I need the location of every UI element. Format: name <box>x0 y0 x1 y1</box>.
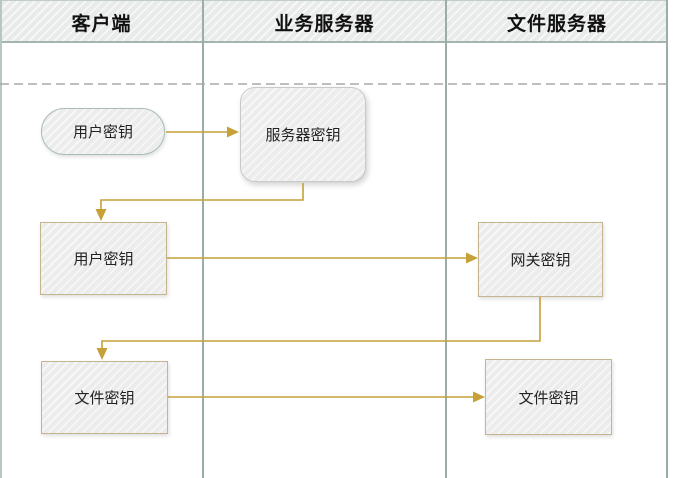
arrowhead-down-2 <box>96 348 108 360</box>
lane-border-2 <box>445 0 447 478</box>
arrowhead-right-3 <box>473 391 485 403</box>
node-file-key-client: 文件密钥 <box>41 361 168 434</box>
lane-header-band <box>0 0 668 43</box>
node-server-key: 服务器密钥 <box>240 87 366 182</box>
arrowhead-right-1 <box>227 126 239 138</box>
node-user-key-start: 用户密钥 <box>41 108 165 155</box>
arrowhead-down-1 <box>95 209 107 221</box>
arrowhead-right-2 <box>466 252 478 264</box>
lane-border-left <box>0 0 2 478</box>
node-user-key: 用户密钥 <box>40 222 167 295</box>
connector-gatewaykey-to-filekeyclient <box>101 297 541 348</box>
lane-border-right <box>666 0 668 478</box>
node-file-key-server: 文件密钥 <box>485 359 612 435</box>
lane-border-1 <box>202 0 204 478</box>
node-gateway-key: 网关密钥 <box>478 222 603 297</box>
lane-header-business-server: 业务服务器 <box>274 14 375 35</box>
lane-header-client: 客户端 <box>71 14 132 35</box>
lane-header-file-server: 文件服务器 <box>506 14 607 35</box>
